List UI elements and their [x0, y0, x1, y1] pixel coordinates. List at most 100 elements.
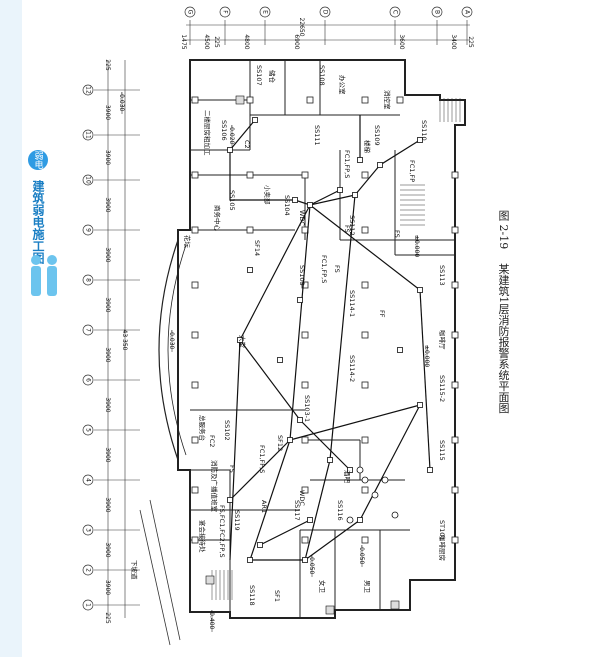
heat-detector [371, 491, 379, 499]
room-label: SS115 [438, 440, 446, 461]
column [191, 281, 199, 289]
chapter-badge: 弱电 [28, 150, 48, 170]
axis-label-left: 7 [85, 328, 92, 332]
wire-run [329, 194, 356, 461]
column [191, 331, 199, 339]
room-label: SS114-1 [348, 290, 356, 317]
staircase [211, 98, 461, 600]
room-label: 消防及广播值班室 [210, 460, 219, 513]
room-label: SS102 [223, 420, 231, 441]
column [451, 486, 459, 494]
column [191, 226, 199, 234]
dimension-extra-top: 1475 [180, 34, 187, 49]
axis-label-left: 2 [85, 568, 92, 572]
axis-bubble-left [82, 424, 94, 436]
axis-bubble-top [259, 6, 271, 18]
book-side-strip [0, 0, 22, 657]
axis-label-top: B [434, 10, 441, 14]
room-label: FS [393, 230, 401, 238]
smoke-detector [417, 137, 423, 143]
room-label: SS111 [313, 125, 321, 146]
smoke-detector [427, 467, 433, 473]
smoke-detector [287, 437, 293, 443]
room-label: FC1,FP,S [320, 255, 328, 283]
smoke-detector [297, 297, 303, 303]
room-label: WDC [298, 490, 306, 506]
room-label: SF14 [253, 240, 261, 256]
axis-bubble-left [82, 274, 94, 286]
room-label: 消控室 [383, 90, 392, 110]
wire-run [239, 339, 351, 471]
column [361, 226, 369, 234]
smoke-detector [292, 197, 298, 203]
smoke-detector [252, 117, 258, 123]
axis-label-top: E [262, 10, 269, 14]
column [451, 436, 459, 444]
smoke-detector [302, 557, 308, 563]
wire-run [359, 404, 421, 521]
smoke-detector [257, 542, 263, 548]
axis-bubble-left [82, 174, 94, 186]
axis-bubble-left [82, 374, 94, 386]
dimension-total-left: 43 350 [121, 330, 128, 351]
axis-label-top: G [187, 10, 194, 15]
room-label: SS105 [228, 190, 236, 211]
axis-label-top: A [464, 10, 471, 15]
column [191, 96, 199, 104]
axis-label-left: 4 [85, 478, 92, 482]
heat-detector [391, 511, 399, 519]
dimension-segment-left: 3900 [104, 347, 111, 362]
axis-bubble-left [82, 324, 94, 336]
smoke-detector [417, 402, 423, 408]
smoke-detector [277, 357, 283, 363]
room-label: SS109 [373, 125, 381, 146]
room-label: 咖啡厨房 [438, 535, 447, 561]
axis-label-left: 1 [85, 603, 92, 607]
room-label: 储仓 [268, 70, 277, 84]
smoke-detector [307, 517, 313, 523]
axis-label-left: 12 [85, 86, 92, 94]
room-label: FC2 [208, 435, 216, 447]
wire-run [304, 459, 331, 561]
room-label: FF [378, 310, 386, 318]
room-label: SS118 [248, 585, 256, 606]
room-label: FS [333, 265, 341, 273]
dimension-segment-left: 3900 [104, 297, 111, 312]
room-label: 宴会接待处 [198, 520, 207, 553]
column [246, 171, 254, 179]
building-outline [177, 59, 466, 619]
heat-detector [346, 516, 354, 524]
column [301, 171, 309, 179]
dimension-segment-left: 3900 [104, 580, 111, 595]
smoke-detector [247, 557, 253, 563]
column [246, 96, 254, 104]
book-title: 建筑弱电施工图 [31, 180, 45, 264]
figure-caption: 图 2-19 某建筑1层消防报警系统平面图 [495, 210, 511, 413]
column [301, 486, 309, 494]
room-label: AR1 [260, 500, 268, 513]
ramp-line [139, 509, 171, 646]
room-label: 小卖部 [263, 185, 272, 205]
column [451, 171, 459, 179]
column [301, 381, 309, 389]
lobby-curve [158, 239, 179, 461]
elevation-marker: -0.050 [358, 545, 365, 565]
room-label: SS115-2 [438, 375, 446, 402]
smoke-detector [357, 157, 363, 163]
column [451, 381, 459, 389]
smoke-detector [357, 517, 363, 523]
room-label: 商务中心 [213, 205, 222, 232]
column [306, 96, 314, 104]
room-label: FC1,FP [408, 160, 416, 182]
axis-label-top: D [322, 10, 329, 15]
wire-run [354, 164, 381, 196]
room-label: SS119 [233, 510, 241, 531]
column [361, 171, 369, 179]
room-label: SF12 [276, 435, 284, 451]
axis-bubble-top [431, 6, 443, 18]
wire-run [419, 289, 431, 471]
axis-bubble-left [82, 474, 94, 486]
axis-bubble-top [389, 6, 401, 18]
wire-run [309, 189, 341, 206]
